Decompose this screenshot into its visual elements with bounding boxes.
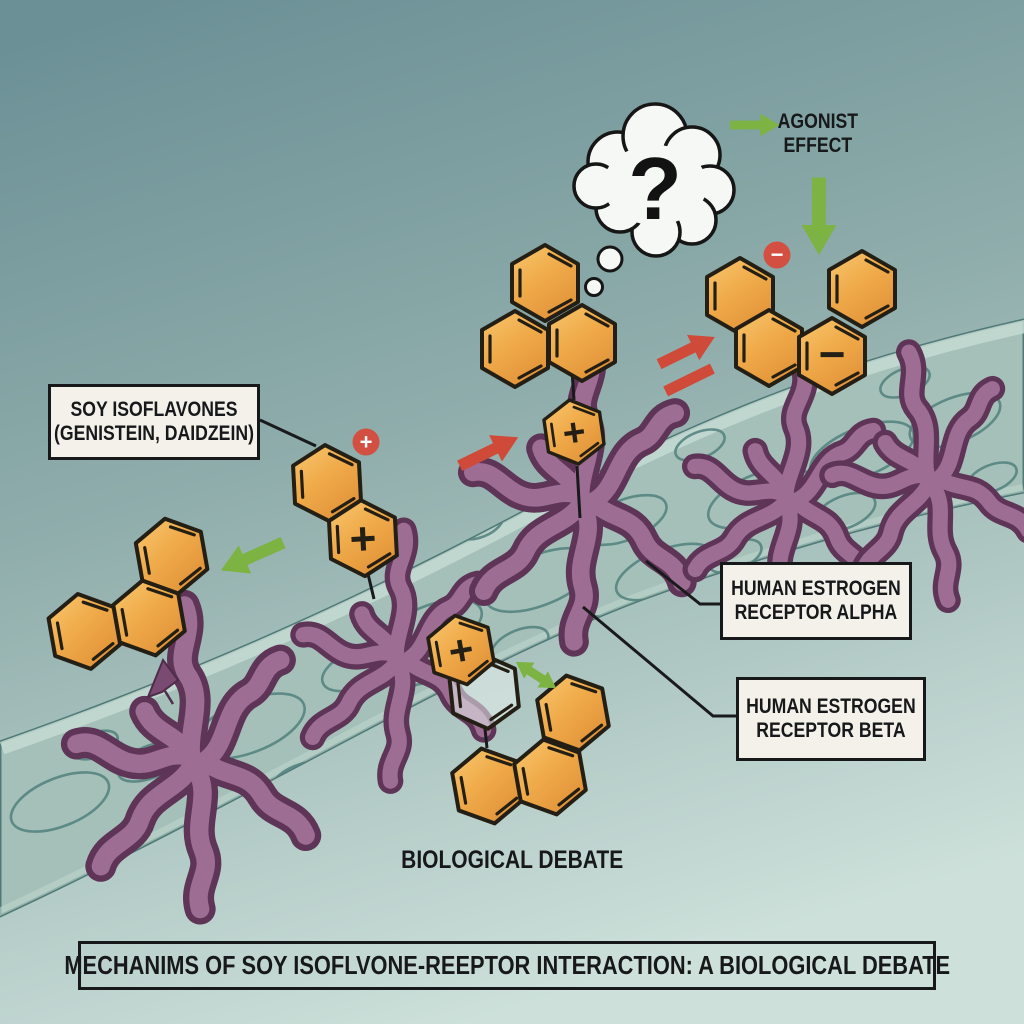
badge-plus-sign: + xyxy=(360,430,373,455)
soy-isoflavones-label: SOY ISOFLAVONES (GENISTEIN, DAIDZEIN) xyxy=(48,384,260,460)
alpha-label-line1: HUMAN ESTROGEN xyxy=(731,577,901,601)
activation-arrow-stripe xyxy=(663,363,715,397)
receptor-binding-arrow xyxy=(146,657,180,705)
alpha-callout-line xyxy=(645,559,720,606)
thought-bubble-icon: ? xyxy=(572,102,736,297)
biological-debate-label: BIOLOGICAL DEBATE xyxy=(392,841,632,879)
soy-label-line1: SOY ISOFLAVONES xyxy=(70,398,238,422)
agonist-label-line2: EFFECT xyxy=(783,134,853,157)
caption-text: MECHANIMS OF SOY ISOFLVONE-REEPTOR INTER… xyxy=(64,949,950,980)
agonist-label-line1: AGONIST xyxy=(777,110,859,134)
beta-label-line2: RECEPTOR BETA xyxy=(756,719,906,742)
plus-sign: + xyxy=(348,512,378,565)
badge-minus-sign: − xyxy=(771,242,784,267)
beta-callout-line xyxy=(582,605,736,718)
receptor-beta-label: HUMAN ESTROGEN RECEPTOR BETA xyxy=(736,677,926,761)
soy-callout-line xyxy=(259,418,317,448)
question-mark: ? xyxy=(628,139,682,238)
minus-badge-icon: − xyxy=(763,241,791,269)
biological-debate-text: BIOLOGICAL DEBATE xyxy=(400,846,624,874)
alpha-label-line2: RECEPTOR ALPHA xyxy=(734,601,898,624)
caption-box: MECHANIMS OF SOY ISOFLVONE-REEPTOR INTER… xyxy=(64,941,950,990)
beta-label-line1: HUMAN ESTROGEN xyxy=(746,695,916,719)
molecule-bond-line-2 xyxy=(575,465,582,519)
isoflavone-molecule-midleft: + xyxy=(292,442,398,580)
isoflavone-molecule-topright: − xyxy=(705,249,897,396)
molecule-bond-line-3 xyxy=(366,573,376,600)
soy-label-line2: (GENISTEIN, DAIDZEIN) xyxy=(54,422,254,445)
isoflavone-ring-bottom-plus: + xyxy=(423,608,499,692)
agonist-effect-label: AGONIST EFFECT xyxy=(766,102,870,166)
plus-badge-icon: + xyxy=(352,428,380,456)
molecule-bond-line-4 xyxy=(483,728,489,749)
receptor-alpha-label: HUMAN ESTROGEN RECEPTOR ALPHA xyxy=(720,562,912,640)
minus-sign: − xyxy=(819,328,846,380)
isoflavone-ring-top-small: + xyxy=(540,394,608,470)
